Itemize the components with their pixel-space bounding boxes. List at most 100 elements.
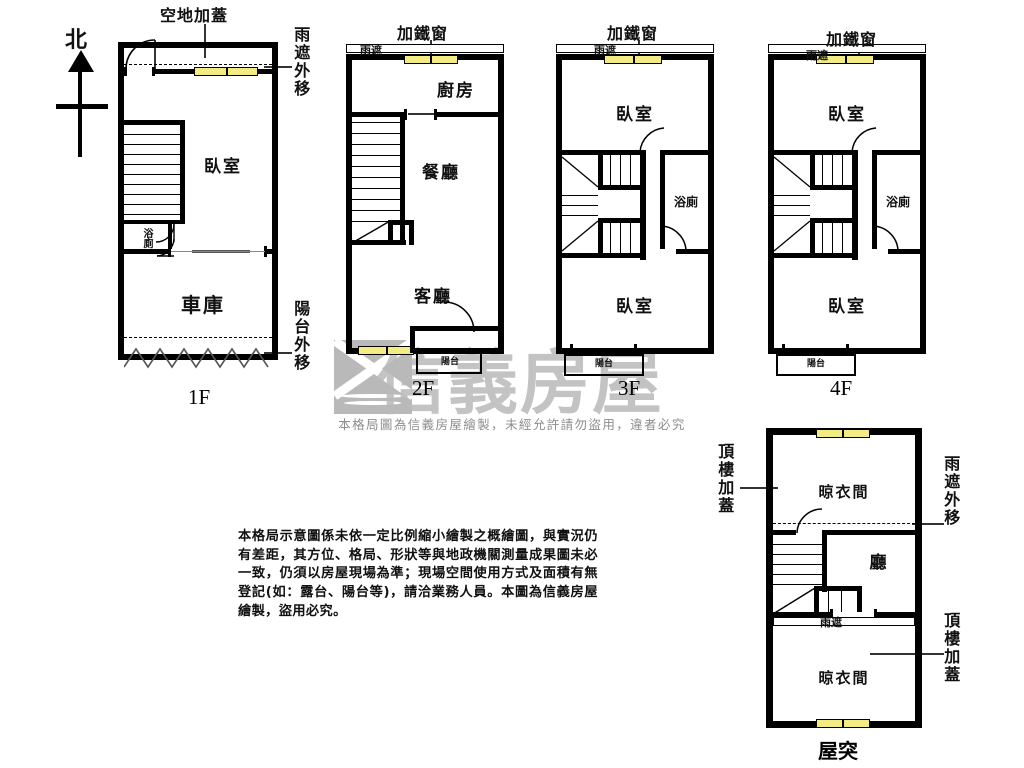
floor-plan-roof: 晾衣間 廳 雨遮 晾衣間: [766, 428, 922, 728]
wall-outer-left-3f: [556, 54, 562, 354]
wall-outer-right-2f: [498, 54, 504, 354]
leader-roof-dinglou-left: [740, 487, 778, 489]
wall-stair-bottom-4f: [774, 253, 858, 258]
annotation-2f-tiechuang: 加鐵窗: [397, 24, 449, 43]
leader-1f-yangtai: [264, 352, 292, 354]
stair-core-right-4f: [852, 150, 858, 260]
stair-wall-right-roof: [822, 530, 827, 592]
wall-mid-top-right-3f: [660, 150, 708, 155]
wall-bath-left-4f: [872, 150, 877, 254]
wall-outer-left-roof: [766, 428, 773, 728]
wall-outer-top: [118, 42, 278, 48]
floor-plan-1f: 浴廁 臥室 車庫: [118, 39, 278, 369]
stair-core-right-3f: [640, 150, 646, 260]
wall-outer-left-2f: [346, 54, 352, 354]
garage-dashed-line: [124, 337, 272, 338]
floor-label-roof: 屋突: [818, 739, 858, 763]
wall-mid-roof: [773, 530, 915, 535]
room-label-4f-bedroom-top: 臥室: [828, 104, 866, 125]
room-label-3f-balcony: 陽台: [594, 359, 613, 370]
wall-bath-bottom-3f: [660, 249, 708, 254]
door-swing-bath-3f: [659, 225, 687, 251]
wall-outer-bottom: [118, 354, 278, 360]
leader-roof-dinglou-right: [870, 653, 944, 655]
door-swing-bath2-1f: [156, 238, 175, 257]
wall-mid-top-3f: [562, 150, 640, 155]
wall-bath-top-1f: [124, 220, 185, 224]
floor-label-2f: 2F: [412, 376, 435, 400]
eave-2f: [346, 44, 504, 53]
door-swing-bath-4f: [871, 225, 899, 251]
wall-balcony-2f-top: [410, 326, 500, 331]
staircase-2f: [352, 122, 400, 243]
annotation-roof-dinglou-left: 頂樓加蓋: [715, 443, 735, 515]
room-label-2f-balcony: 陽台: [440, 357, 459, 368]
staircase-1f: [124, 125, 180, 220]
room-label-roof-hall: 廳: [869, 552, 889, 573]
staircase-3f: [561, 155, 640, 255]
stair-wall-right-2f: [400, 117, 405, 243]
wall-mid-top-right-4f: [872, 150, 920, 155]
room-label-3f-bedroom-top: 臥室: [616, 104, 654, 125]
wall-bath-left-3f: [660, 150, 665, 254]
eave-dashed-line-1f: [124, 64, 272, 65]
room-label-3f-bath: 浴廁: [673, 195, 698, 209]
wall-outer-right-roof: [915, 428, 922, 728]
staircase-4f: [773, 155, 852, 255]
wall-outer-left-4f: [768, 54, 774, 354]
room-label-1f-garage: 車庫: [181, 292, 225, 317]
room-label-2f-living: 客廳: [414, 286, 452, 307]
eave-middle-roof: [773, 617, 915, 626]
annotation-3f-yuzhe: 雨遮: [594, 44, 616, 57]
room-label-4f-bath: 浴廁: [885, 195, 910, 209]
annotation-2f-yuzhe: 雨遮: [360, 44, 382, 57]
room-label-roof-dryroom-bottom: 晾衣間: [818, 668, 870, 687]
wall-outer-right-3f: [708, 54, 714, 354]
floor-label-3f: 3F: [618, 376, 641, 400]
floor-label-1f: 1F: [188, 385, 211, 409]
copyright-notice: 本格局圖為信義房屋繪製，未經允許請勿盜用，違者必究: [338, 417, 686, 432]
annotation-4f-yuzhe: 雨遮: [806, 49, 828, 62]
wall-outer-right: [272, 42, 278, 360]
annotation-1f-yangtai: 陽台外移: [291, 300, 311, 372]
north-label: 北: [65, 28, 88, 53]
annotation-roof-yuzhe-mid: 雨遮: [820, 616, 842, 629]
room-label-roof-dryroom-top: 晾衣間: [818, 482, 870, 501]
wall-outer-bottom-2f: [346, 348, 504, 354]
room-label-4f-balcony: 陽台: [806, 359, 825, 370]
north-arrow: 北: [56, 28, 116, 160]
room-label-4f-bedroom-bottom: 臥室: [828, 296, 866, 317]
floor-plan-3f: 臥室 浴廁 臥室: [556, 44, 714, 377]
room-label-3f-bedroom-bottom: 臥室: [616, 296, 654, 317]
annotation-roof-dinglou-right: 頂樓加蓋: [941, 612, 961, 684]
balcony-rail-4f: [776, 354, 856, 357]
leader-roof-yuzhe-right: [912, 523, 944, 525]
floor-label-4f: 4F: [830, 376, 853, 400]
floor-plan-4f: 臥室 浴廁 臥室 陽台: [768, 44, 926, 377]
annotation-3f-tiechuang: 加鐵窗: [607, 24, 659, 43]
room-label-1f-bath: 浴廁: [141, 228, 152, 248]
eave-3f: [556, 44, 714, 53]
floor-plan-2f: 廚房 餐廳 客廳 陽台: [346, 44, 504, 375]
annotation-4f-tiechuang: 加鐵窗: [826, 30, 878, 49]
wall-bath-right-1f: [168, 220, 172, 254]
door-swing-4f-bedroom: [851, 127, 877, 153]
eave-dashed-line-roof: [773, 523, 915, 524]
stair-wall-top-1f: [124, 120, 185, 125]
balcony-rail-2f: [416, 352, 482, 355]
stair-direction-2f: [351, 220, 391, 244]
annotation-roof-yuzhe-right: 雨遮外移: [941, 455, 961, 527]
wall-outer-right-4f: [920, 54, 926, 354]
annotation-1f-kongdi: 空地加蓋: [160, 6, 229, 25]
wall-stair-bottom-3f: [562, 253, 646, 258]
wall-mid-top-4f: [774, 150, 852, 155]
stair-wall-right-1f: [180, 120, 185, 220]
stair-direction-roof: [772, 587, 816, 615]
room-label-2f-dining: 餐廳: [422, 162, 460, 183]
staircase-roof: [773, 535, 822, 592]
balcony-rail-3f: [564, 354, 644, 357]
garage-opening-zigzag: [124, 347, 269, 369]
disclaimer-note: 本格局示意圖係未依一定比例縮小繪製之概繪圖，與實況仍有差距，其方位、格局、形狀等…: [238, 529, 598, 619]
wall-bath-bottom-4f: [872, 249, 920, 254]
room-label-1f-bedroom: 臥室: [204, 156, 242, 177]
